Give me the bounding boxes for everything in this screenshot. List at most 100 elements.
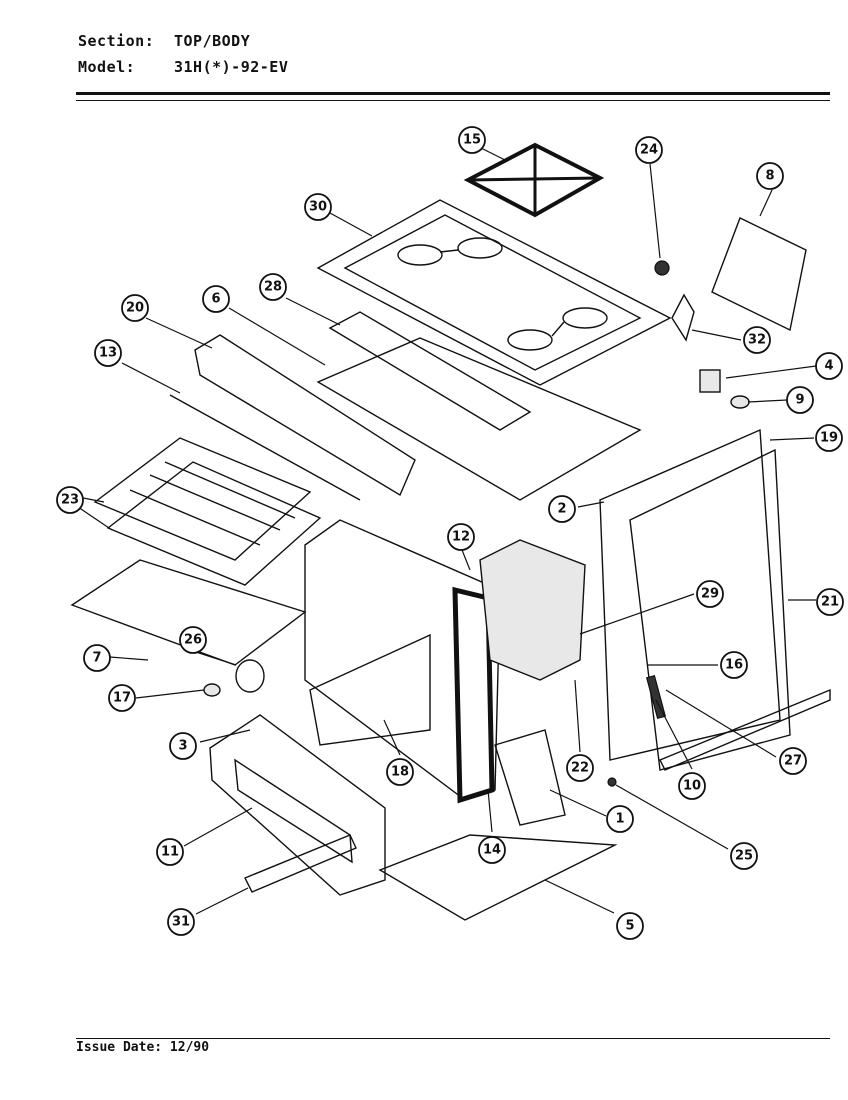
svg-text:5: 5 — [625, 919, 634, 934]
model-value: 31H(*)-92-EV — [174, 58, 289, 76]
issue-date-label: Issue Date: — [76, 1040, 163, 1055]
callout-21: 21 — [816, 588, 844, 616]
callout-26: 26 — [179, 626, 207, 654]
switch-part — [699, 369, 721, 393]
callout-6: 6 — [202, 285, 230, 313]
svg-text:18: 18 — [391, 765, 409, 780]
burner-grate — [463, 142, 605, 218]
svg-text:26: 26 — [184, 633, 202, 648]
callout-10: 10 — [678, 772, 706, 800]
svg-text:28: 28 — [264, 280, 282, 295]
oven-rack — [93, 437, 322, 586]
issue-date-value: 12/90 — [169, 1040, 210, 1055]
screw — [607, 777, 617, 787]
door-gasket — [452, 586, 495, 804]
svg-text:24: 24 — [640, 143, 658, 158]
model-header: Model: 31H(*)-92-EV — [78, 58, 288, 76]
callout-28: 28 — [259, 273, 287, 301]
callout-29: 29 — [696, 580, 724, 608]
callout-31: 31 — [167, 908, 195, 936]
heat-shield — [309, 633, 431, 746]
callout-16: 16 — [720, 651, 748, 679]
callout-30: 30 — [304, 193, 332, 221]
svg-text:13: 13 — [99, 346, 117, 361]
burner-pan — [316, 337, 642, 501]
svg-text:19: 19 — [820, 431, 838, 446]
callout-20: 20 — [121, 294, 149, 322]
svg-text:16: 16 — [725, 658, 743, 673]
callout-8: 8 — [756, 162, 784, 190]
callout-24: 24 — [635, 136, 663, 164]
callout-32: 32 — [743, 326, 771, 354]
front-trim — [169, 394, 361, 501]
igniter — [235, 659, 265, 693]
svg-text:31: 31 — [172, 915, 190, 930]
svg-text:21: 21 — [821, 595, 839, 610]
svg-text:12: 12 — [452, 530, 470, 545]
drawer-slide — [244, 834, 357, 893]
callout-23: 23 — [56, 486, 84, 514]
callout-14: 14 — [478, 836, 506, 864]
leader-lines — [77, 147, 817, 915]
model-label: Model: — [78, 58, 136, 76]
svg-text:7: 7 — [92, 651, 101, 666]
back-panel-piece — [711, 217, 807, 332]
callout-22: 22 — [566, 754, 594, 782]
callout-2: 2 — [548, 495, 576, 523]
issue-date: Issue Date: 12/90 — [76, 1040, 209, 1055]
lower-front-frame — [209, 714, 386, 896]
cooktop — [316, 199, 672, 386]
svg-text:14: 14 — [483, 843, 501, 858]
svg-text:15: 15 — [463, 133, 481, 148]
svg-text:22: 22 — [571, 761, 589, 776]
callout-27: 27 — [779, 747, 807, 775]
callout-15: 15 — [458, 126, 486, 154]
oven-liner — [304, 519, 501, 801]
svg-text:11: 11 — [161, 845, 179, 860]
callout-4: 4 — [815, 352, 843, 380]
svg-text:25: 25 — [735, 849, 753, 864]
header-rule-thin — [76, 100, 830, 101]
callout-5: 5 — [616, 912, 644, 940]
mount-bracket — [494, 729, 566, 826]
svg-text:27: 27 — [784, 754, 802, 769]
section-header: Section:TOP/BODY — [78, 32, 250, 50]
callout-3: 3 — [169, 732, 197, 760]
bracket — [671, 293, 695, 342]
svg-text:10: 10 — [683, 779, 701, 794]
svg-text:30: 30 — [309, 200, 327, 215]
side-frame — [599, 428, 781, 761]
insulation — [479, 539, 586, 681]
callout-11: 11 — [156, 838, 184, 866]
svg-text:29: 29 — [701, 587, 719, 602]
callout-18: 18 — [386, 758, 414, 786]
callout-13: 13 — [94, 339, 122, 367]
svg-text:9: 9 — [795, 393, 804, 408]
svg-text:2: 2 — [557, 502, 566, 517]
svg-text:17: 17 — [113, 691, 131, 706]
callout-12: 12 — [447, 523, 475, 551]
leveling-leg — [203, 683, 221, 697]
svg-text:20: 20 — [126, 301, 144, 316]
svg-text:32: 32 — [748, 333, 766, 348]
svg-text:23: 23 — [61, 493, 79, 508]
callout-17: 17 — [108, 684, 136, 712]
knob — [654, 260, 670, 276]
callout-7: 7 — [83, 644, 111, 672]
side-panel — [629, 448, 791, 771]
callout-19: 19 — [815, 424, 843, 452]
clip-part — [730, 395, 750, 409]
burner-box — [328, 311, 532, 431]
header-rule-thick — [76, 92, 830, 95]
svg-text:8: 8 — [765, 169, 774, 184]
svg-text:1: 1 — [615, 812, 624, 827]
callout-1: 1 — [606, 805, 634, 833]
svg-text:3: 3 — [178, 739, 187, 754]
section-label: Section: — [78, 32, 155, 50]
svg-text:6: 6 — [211, 292, 220, 307]
svg-text:4: 4 — [824, 359, 833, 374]
control-panel — [194, 334, 416, 497]
broiler-opening — [234, 758, 353, 864]
footer-rule — [76, 1038, 830, 1039]
bottom-rail — [659, 688, 831, 771]
